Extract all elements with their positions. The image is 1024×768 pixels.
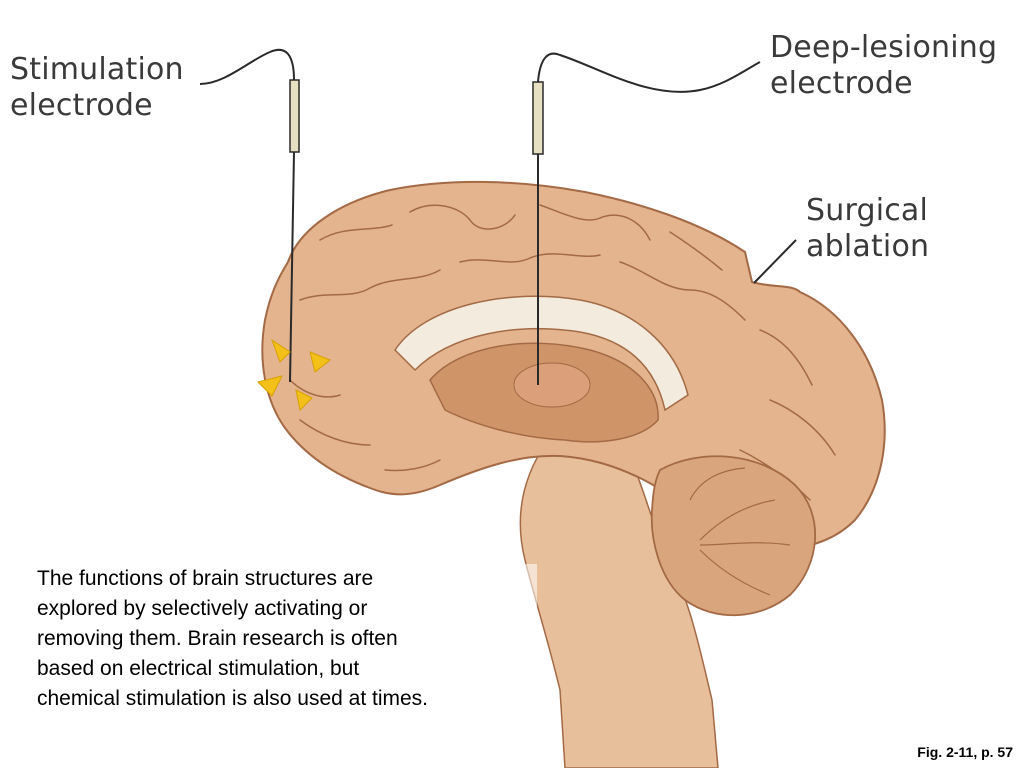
deep-lesioning-electrode-sleeve: [532, 81, 544, 155]
caption-line: removing them. Brain research is often: [37, 627, 398, 650]
cerebellum: [650, 455, 816, 617]
arbor-vitae: [689, 467, 791, 596]
deep-lesioning-electrode-label: Deep-lesioning electrode: [770, 30, 997, 102]
stimulation-sparks: [257, 338, 331, 412]
stimulation-electrode-label: Stimulation electrode: [10, 52, 184, 124]
stimulation-electrode-needle: [289, 151, 295, 383]
deep-lesioning-wire: [537, 52, 761, 93]
thalamus-core: [513, 362, 591, 408]
figure-reference: Fig. 2-11, p. 57: [917, 744, 1013, 760]
caption-line: explored by selectively activating or: [37, 597, 368, 620]
stimulation-wire: [199, 48, 295, 85]
caption-line: chemical stimulation is also used at tim…: [37, 687, 428, 710]
caption-text: The functions of brain structures are ex…: [37, 564, 537, 714]
caption-line: The functions of brain structures are: [37, 567, 374, 590]
caption-line: based on electrical stimulation, but: [37, 657, 360, 680]
gyri-folds: [289, 204, 836, 519]
surgical-label-line2: ablation: [806, 229, 930, 264]
deep-label-line1: Deep-lesioning: [770, 30, 998, 65]
deep-label-line2: electrode: [770, 66, 913, 101]
stimulation-label-line2: electrode: [10, 88, 153, 123]
ablation-pointer: [753, 239, 797, 284]
stimulation-electrode-sleeve: [289, 79, 300, 153]
corpus-callosum: [394, 295, 689, 412]
surgical-ablation-label: Surgical ablation: [806, 193, 929, 265]
stimulation-label-line1: Stimulation: [10, 52, 184, 87]
surgical-label-line1: Surgical: [806, 193, 929, 228]
